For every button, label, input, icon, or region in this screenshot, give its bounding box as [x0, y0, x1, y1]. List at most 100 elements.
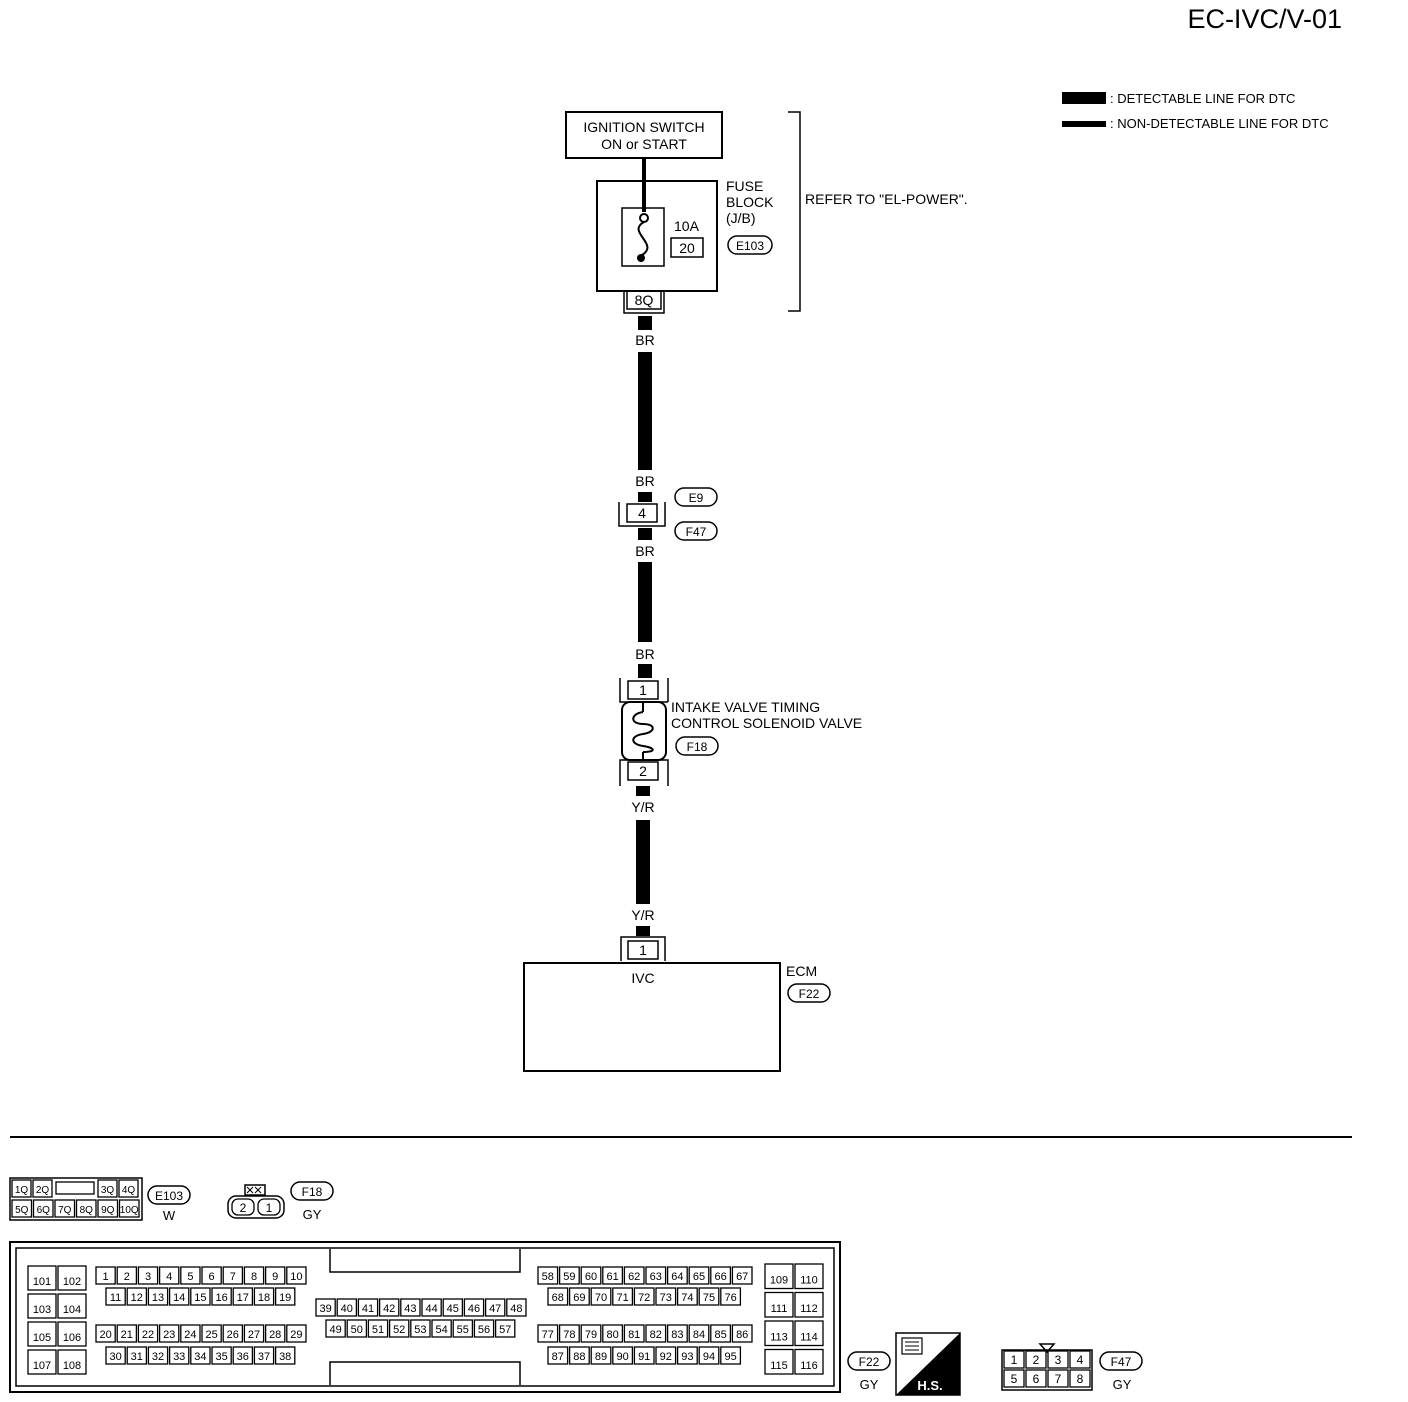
e103-connector-id: E103: [155, 1189, 183, 1203]
f22-connector-id: F22: [859, 1355, 880, 1369]
f22-cell: [253, 1346, 275, 1365]
f22-cell: [243, 1266, 265, 1285]
f22-cell: [602, 1266, 624, 1285]
fuse-block-label2: BLOCK: [726, 194, 774, 210]
f22-cell: [168, 1287, 190, 1306]
f22-pin-102: 102: [63, 1276, 81, 1288]
f22-cell: [473, 1319, 495, 1338]
f22-pin-21: 21: [121, 1329, 133, 1341]
e103-pin-10Q: 10Q: [120, 1205, 139, 1216]
f22-cell: [367, 1319, 389, 1338]
f22-cell: [158, 1266, 180, 1285]
e103-cell: [97, 1199, 119, 1218]
f22-cell: [623, 1266, 645, 1285]
f22-cell: [676, 1287, 698, 1306]
f22-cell: [558, 1324, 580, 1343]
f22-pin-65: 65: [693, 1271, 705, 1283]
f22-pin-86: 86: [736, 1329, 748, 1341]
f22-cell: [645, 1324, 667, 1343]
f22-pin-54: 54: [435, 1324, 447, 1336]
f47-cell: [1003, 1350, 1025, 1369]
f47-cell: [1003, 1369, 1025, 1388]
f18-pin-1: 1: [266, 1201, 273, 1215]
f22-cell: [731, 1324, 753, 1343]
intake-valve-timing-solenoid: 1 2 INTAKE VALVE TIMING CONTROL SOLENOID…: [619, 678, 862, 786]
f22-cell: [180, 1266, 201, 1285]
f22-cell: [676, 1346, 698, 1365]
f22-cell: [568, 1346, 590, 1365]
fuse-amp: 10A: [674, 218, 700, 234]
f22-cell: [764, 1320, 794, 1347]
f22-pin-8: 8: [251, 1271, 257, 1283]
f22-pin-93: 93: [681, 1351, 693, 1363]
joint-connector-e9-f47: 4 E9 F47: [618, 487, 718, 541]
e103-pin-8Q: 8Q: [80, 1205, 94, 1216]
f22-cell: [431, 1319, 452, 1338]
f22-pin-33: 33: [173, 1351, 185, 1363]
f22-cell: [590, 1346, 612, 1365]
f22-cell: [95, 1266, 116, 1285]
f22-pin-64: 64: [671, 1271, 683, 1283]
f22-color: GY: [860, 1377, 879, 1392]
f22-cell: [710, 1266, 732, 1285]
f22-cell: [421, 1298, 442, 1317]
f22-cell: [243, 1324, 265, 1343]
wire-color-br-2: BR: [635, 473, 654, 489]
f47-pin-4: 4: [1077, 1353, 1084, 1367]
f22-pin-69: 69: [573, 1292, 585, 1304]
e103-pin-9Q: 9Q: [101, 1205, 115, 1216]
f47-pin-2: 2: [1033, 1353, 1040, 1367]
f22-pin-73: 73: [660, 1292, 672, 1304]
legend-detectable: : DETECTABLE LINE FOR DTC: [1110, 91, 1295, 106]
f47-cell: [1047, 1369, 1069, 1388]
f47-connector-id: F47: [1111, 1355, 1132, 1369]
f22-pin-50: 50: [351, 1324, 363, 1336]
f22-cell: [190, 1346, 211, 1365]
f22-pin-58: 58: [542, 1271, 554, 1283]
wire-color-br-1: BR: [635, 332, 654, 348]
f22-pin-77: 77: [542, 1329, 554, 1341]
f22-cell: [126, 1346, 148, 1365]
f22-cell: [494, 1319, 516, 1338]
f22-pin-12: 12: [131, 1292, 143, 1304]
f22-pin-34: 34: [194, 1351, 206, 1363]
f22-pin-11: 11: [110, 1292, 121, 1304]
f22-cell: [442, 1298, 464, 1317]
f22-cell: [698, 1346, 720, 1365]
f22-pin-81: 81: [628, 1329, 640, 1341]
f22-cell: [126, 1287, 148, 1306]
f22-pin-78: 78: [563, 1329, 575, 1341]
f22-cell: [116, 1266, 138, 1285]
f47-color: GY: [1113, 1377, 1132, 1392]
f22-cell: [794, 1348, 824, 1375]
f22-pin-31: 31: [131, 1351, 143, 1363]
f22-cell: [710, 1324, 732, 1343]
f22-pin-45: 45: [447, 1303, 459, 1315]
f22-cell: [506, 1298, 527, 1317]
fuse-icon: [637, 221, 649, 256]
ecm: 1 IVC ECM F22: [523, 936, 831, 1072]
f22-pin-4: 4: [166, 1271, 172, 1283]
f47-cell: [1025, 1369, 1047, 1388]
f22-pin-101: 101: [33, 1276, 51, 1288]
f22-pin-59: 59: [563, 1271, 575, 1283]
f22-pin-91: 91: [638, 1351, 650, 1363]
f22-pin-74: 74: [681, 1292, 693, 1304]
f22-pin-71: 71: [616, 1292, 628, 1304]
f22-pin-112: 112: [800, 1303, 818, 1315]
f22-pin-25: 25: [205, 1329, 217, 1341]
f22-pin-76: 76: [724, 1292, 736, 1304]
f22-cell: [190, 1287, 211, 1306]
f22-cell: [537, 1266, 559, 1285]
f22-pin-80: 80: [606, 1329, 618, 1341]
f22-pin-82: 82: [650, 1329, 662, 1341]
f22-pin-39: 39: [319, 1303, 331, 1315]
f22-cell: [688, 1324, 710, 1343]
f22-pin-72: 72: [638, 1292, 650, 1304]
f22-cell: [222, 1266, 244, 1285]
f22-cell: [645, 1266, 667, 1285]
f22-pin-106: 106: [63, 1332, 81, 1344]
f22-cell: [57, 1321, 87, 1347]
f22-cell: [158, 1324, 180, 1343]
